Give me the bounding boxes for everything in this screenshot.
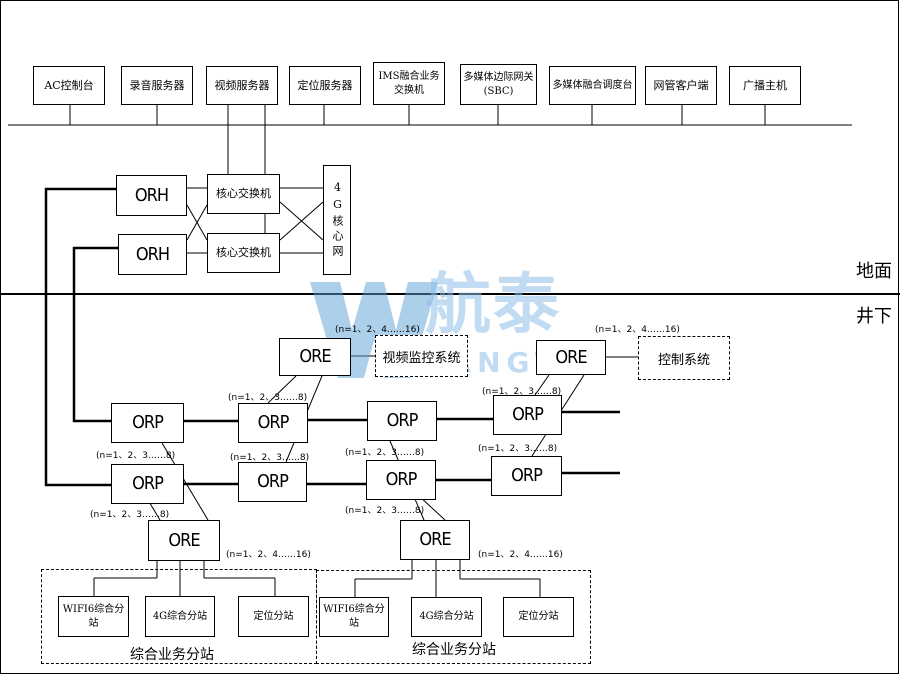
range-label-a: (n=1、2、3……8) xyxy=(228,393,308,403)
ore-node-right: ORE xyxy=(400,520,470,560)
core-4g-network: 4G核心网 xyxy=(323,165,351,275)
range-label-g: (n=1、2、3……8) xyxy=(90,510,170,520)
range-label-c: (n=1、2、3……8) xyxy=(96,451,176,461)
server-video: 视频服务器 xyxy=(206,66,278,105)
range-label-ore-right: (n=1、2、4……16) xyxy=(478,550,563,560)
server-sbc-gateway: 多媒体边际网关(SBC) xyxy=(460,64,537,105)
video-surveillance-system: 视频监控系统 xyxy=(375,335,468,377)
substation-4g-left: 4G综合分站 xyxy=(145,596,215,637)
server-broadcast-host: 广播主机 xyxy=(729,66,801,105)
range-label-video: (n=1、2、4……16) xyxy=(335,325,420,335)
watermark-chinese: 航泰 xyxy=(425,266,561,343)
orp-node-r2c4: ORP xyxy=(491,456,562,496)
substation-positioning-left: 定位分站 xyxy=(238,596,309,637)
orh-node-2: ORH xyxy=(118,234,187,275)
server-recording: 录音服务器 xyxy=(121,66,193,105)
server-nms-client: 网管客户端 xyxy=(645,66,717,105)
ore-node-video: ORE xyxy=(279,338,351,376)
substation-positioning-right: 定位分站 xyxy=(503,597,574,637)
substation-wifi6-left: WIFI6综合分站 xyxy=(58,596,129,637)
zone-ground-label: 地面 xyxy=(856,261,892,282)
server-ims-switch: IMS融合业务交换机 xyxy=(373,62,445,105)
range-label-ore-left: (n=1、2、4……16) xyxy=(226,550,311,560)
orp-node-r1c4: ORP xyxy=(493,395,562,435)
substation-group-label-left: 综合业务分站 xyxy=(130,647,214,663)
orp-node-r2c2: ORP xyxy=(238,462,307,502)
range-label-e: (n=1、2、3……8) xyxy=(345,448,425,458)
orh-node-1: ORH xyxy=(116,175,187,216)
server-ac-console: AC控制台 xyxy=(33,66,105,105)
substation-4g-right: 4G综合分站 xyxy=(411,597,482,637)
core-switch-2: 核心交换机 xyxy=(207,233,280,273)
range-label-f: (n=1、2、3……8) xyxy=(478,444,558,454)
ore-node-left: ORE xyxy=(148,520,220,561)
substation-group-right xyxy=(316,570,591,664)
orp-node-r1c2: ORP xyxy=(238,403,308,443)
orp-node-r2c1: ORP xyxy=(111,464,184,504)
substation-group-label-right: 综合业务分站 xyxy=(412,642,496,658)
zone-underground-label: 井下 xyxy=(856,306,892,327)
orp-node-r2c3: ORP xyxy=(366,460,436,500)
range-label-h: (n=1、2、3……8) xyxy=(345,506,425,516)
range-label-d: (n=1、2、3……8) xyxy=(230,453,310,463)
range-label-control: (n=1、2、4……16) xyxy=(595,325,680,335)
orp-node-r1c3: ORP xyxy=(367,401,437,441)
range-label-b: (n=1、2、3……8) xyxy=(482,387,562,397)
control-system: 控制系统 xyxy=(638,336,730,380)
server-dispatch-console: 多媒体融合调度台 xyxy=(549,66,636,105)
ore-node-control: ORE xyxy=(536,340,606,375)
substation-wifi6-right: WIFI6综合分站 xyxy=(319,597,389,637)
orp-node-r1c1: ORP xyxy=(111,403,184,443)
server-positioning: 定位服务器 xyxy=(289,66,361,105)
core-switch-1: 核心交换机 xyxy=(207,174,280,214)
